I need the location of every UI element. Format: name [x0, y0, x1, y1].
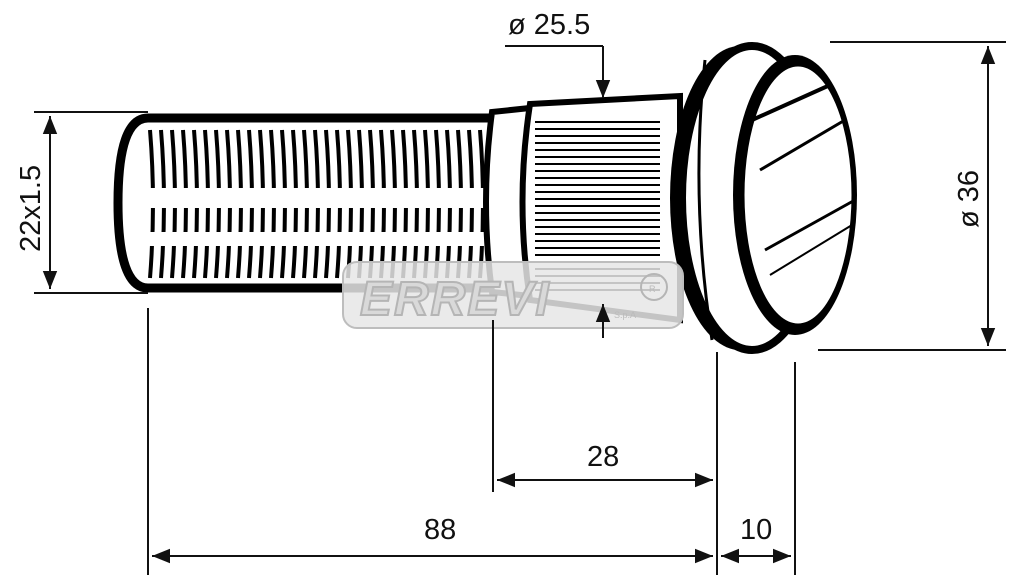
- shank-diameter-label: ø 25.5: [508, 9, 590, 41]
- dimension-head-thickness: 10: [721, 514, 791, 564]
- dimension-head-diameter: ø 36: [818, 41, 1006, 351]
- registered-mark-letter: R: [649, 284, 656, 294]
- errevi-watermark: ERREVI R S.p.A: [342, 261, 684, 329]
- stud-head: [670, 42, 857, 354]
- dimension-knurl-length: 28: [497, 441, 713, 488]
- head-thickness-label: 10: [740, 514, 772, 546]
- total-length-label: 88: [424, 514, 456, 546]
- thread-highlight-low: [132, 232, 492, 246]
- thread-dimension-label: 22x1.5: [15, 165, 47, 252]
- dimension-thread: 22x1.5: [15, 111, 148, 294]
- watermark-brand: ERREVI: [360, 273, 551, 326]
- watermark-suffix: S.p.A: [614, 310, 636, 320]
- registered-mark-icon: [640, 273, 668, 301]
- extension-lines: [147, 308, 796, 575]
- head-diameter-label: ø 36: [953, 170, 985, 228]
- dimension-shank-diameter: ø 25.5: [505, 9, 611, 338]
- knurl-length-label: 28: [587, 441, 619, 473]
- thread-highlight: [132, 188, 492, 208]
- dimension-total-length: 88: [152, 514, 713, 564]
